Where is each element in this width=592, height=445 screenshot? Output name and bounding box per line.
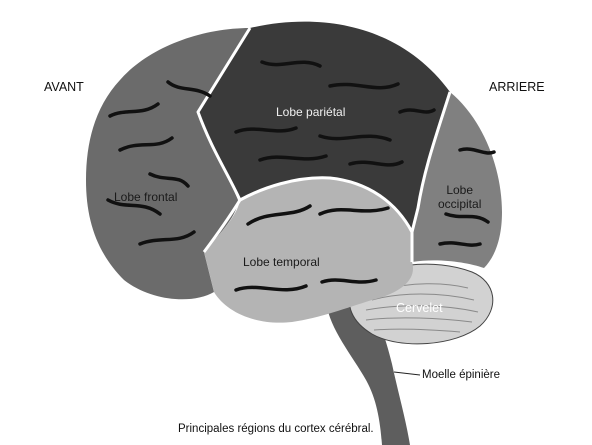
parietal-lobe-label: Lobe pariétal — [276, 106, 345, 120]
figure-caption: Principales régions du cortex cérébral. — [178, 423, 374, 436]
front-label: AVANT — [44, 80, 84, 94]
frontal-lobe-label: Lobe frontal — [114, 191, 177, 205]
occipital-label-line2: occipital — [438, 197, 481, 211]
spinal-cord-leader — [394, 372, 420, 375]
occipital-lobe-label: Lobe occipital — [438, 184, 481, 212]
occipital-label-line1: Lobe — [446, 183, 473, 197]
spinal-cord-label: Moelle épinière — [422, 369, 500, 382]
back-label: ARRIERE — [489, 80, 545, 94]
temporal-lobe-label: Lobe temporal — [243, 256, 320, 270]
cerebellum-label: Cervelet — [396, 301, 443, 315]
